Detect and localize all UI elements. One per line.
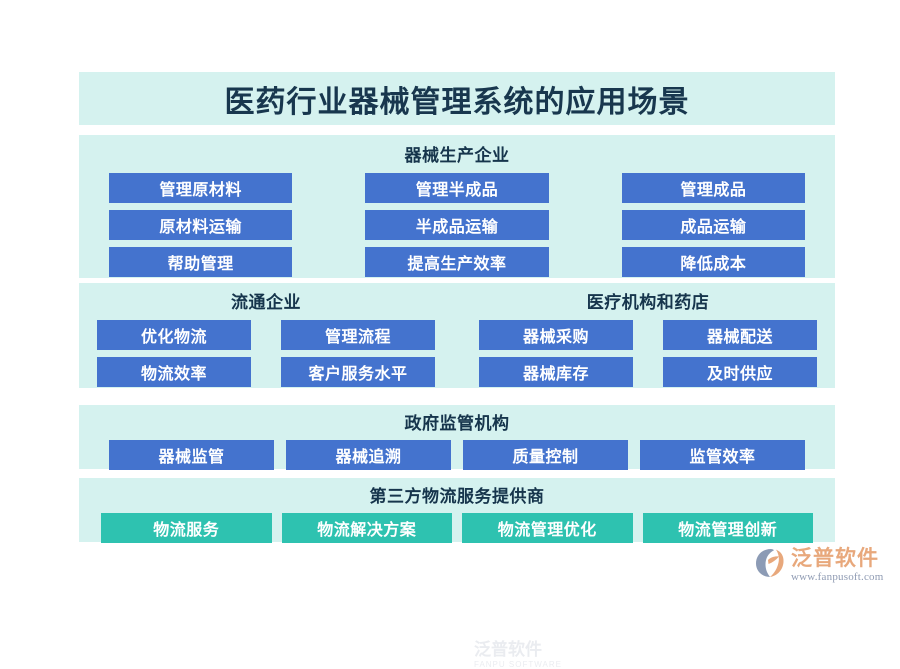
brand-logo: 泛普软件 www.fanpusoft.com <box>755 548 890 592</box>
section-heading-regulator: 政府监管机构 <box>404 414 510 433</box>
subsection-distribution-enterprises: 流通企业 优化物流 管理流程 物流效率 客户服务水平 <box>79 283 457 388</box>
chip-item[interactable]: 管理流程 <box>281 320 435 350</box>
section-heading-medical: 医疗机构和药店 <box>586 293 710 312</box>
infographic-canvas: 医药行业器械管理系统的应用场景 器械生产企业 管理原材料 管理半成品 管理成品 … <box>79 72 890 669</box>
chip-item[interactable]: 器械监管 <box>109 440 274 470</box>
chip-grid-regulator: 器械监管 器械追溯 质量控制 监管效率 <box>109 440 805 470</box>
chip-item[interactable]: 质量控制 <box>463 440 628 470</box>
chip-item[interactable]: 物流服务 <box>101 513 272 543</box>
chip-item[interactable]: 器械采购 <box>479 320 633 350</box>
chip-item[interactable]: 器械追溯 <box>286 440 451 470</box>
chip-item[interactable]: 器械库存 <box>479 357 633 387</box>
brand-url: www.fanpusoft.com <box>791 571 884 583</box>
chip-item[interactable]: 优化物流 <box>97 320 251 350</box>
subsection-medical-institutions-pharmacies: 医疗机构和药店 器械采购 器械配送 器械库存 及时供应 <box>457 283 835 388</box>
page-title: 医药行业器械管理系统的应用场景 <box>224 85 690 119</box>
chip-grid-production: 管理原材料 管理半成品 管理成品 原材料运输 半成品运输 成品运输 帮助管理 提… <box>109 173 805 277</box>
chip-item[interactable]: 降低成本 <box>621 247 805 277</box>
chip-item[interactable]: 提高生产效率 <box>365 247 549 277</box>
section-distribution-and-medical: 流通企业 优化物流 管理流程 物流效率 客户服务水平 医疗机构和药店 器械采购 … <box>79 283 835 669</box>
chip-grid-medical: 器械采购 器械配送 器械库存 及时供应 <box>479 320 817 387</box>
chip-item[interactable]: 监管效率 <box>640 440 805 470</box>
section-heading-production: 器械生产企业 <box>404 146 510 165</box>
chip-item[interactable]: 器械配送 <box>663 320 817 350</box>
chip-item[interactable]: 半成品运输 <box>365 210 549 240</box>
chip-item[interactable]: 客户服务水平 <box>281 357 435 387</box>
page-title-band: 医药行业器械管理系统的应用场景 <box>79 72 835 125</box>
chip-item[interactable]: 原材料运输 <box>109 210 293 240</box>
chip-item[interactable]: 帮助管理 <box>109 247 293 277</box>
chip-item[interactable]: 及时供应 <box>663 357 817 387</box>
chip-item[interactable]: 管理原材料 <box>109 173 293 203</box>
section-heading-3pl: 第三方物流服务提供商 <box>369 487 545 506</box>
chip-item[interactable]: 成品运输 <box>621 210 805 240</box>
background-watermark-brand: 泛普软件 <box>474 640 542 659</box>
chip-item[interactable]: 物流效率 <box>97 357 251 387</box>
chip-grid-distribution: 优化物流 管理流程 物流效率 客户服务水平 <box>97 320 435 387</box>
chip-item[interactable]: 物流管理优化 <box>462 513 633 543</box>
section-third-party-logistics: 第三方物流服务提供商 物流服务 物流解决方案 物流管理优化 物流管理创新 <box>79 478 835 543</box>
chip-item[interactable]: 管理成品 <box>621 173 805 203</box>
chip-grid-3pl: 物流服务 物流解决方案 物流管理优化 物流管理创新 <box>101 513 813 543</box>
brand-name: 泛普软件 <box>791 547 879 570</box>
background-watermark: 泛普软件 FANPU SOFTWARE <box>474 635 562 669</box>
section-heading-distribution: 流通企业 <box>231 293 301 312</box>
section-government-regulators: 政府监管机构 器械监管 器械追溯 质量控制 监管效率 <box>79 405 835 470</box>
fanpu-logo-icon <box>756 549 784 577</box>
chip-item[interactable]: 物流管理创新 <box>642 513 813 543</box>
background-watermark-sub: FANPU SOFTWARE <box>474 660 562 669</box>
chip-item[interactable]: 物流解决方案 <box>281 513 452 543</box>
chip-item[interactable]: 管理半成品 <box>365 173 549 203</box>
section-production-enterprises: 器械生产企业 管理原材料 管理半成品 管理成品 原材料运输 半成品运输 成品运输… <box>79 135 835 278</box>
logo-text-group: 泛普软件 www.fanpusoft.com <box>791 547 884 584</box>
